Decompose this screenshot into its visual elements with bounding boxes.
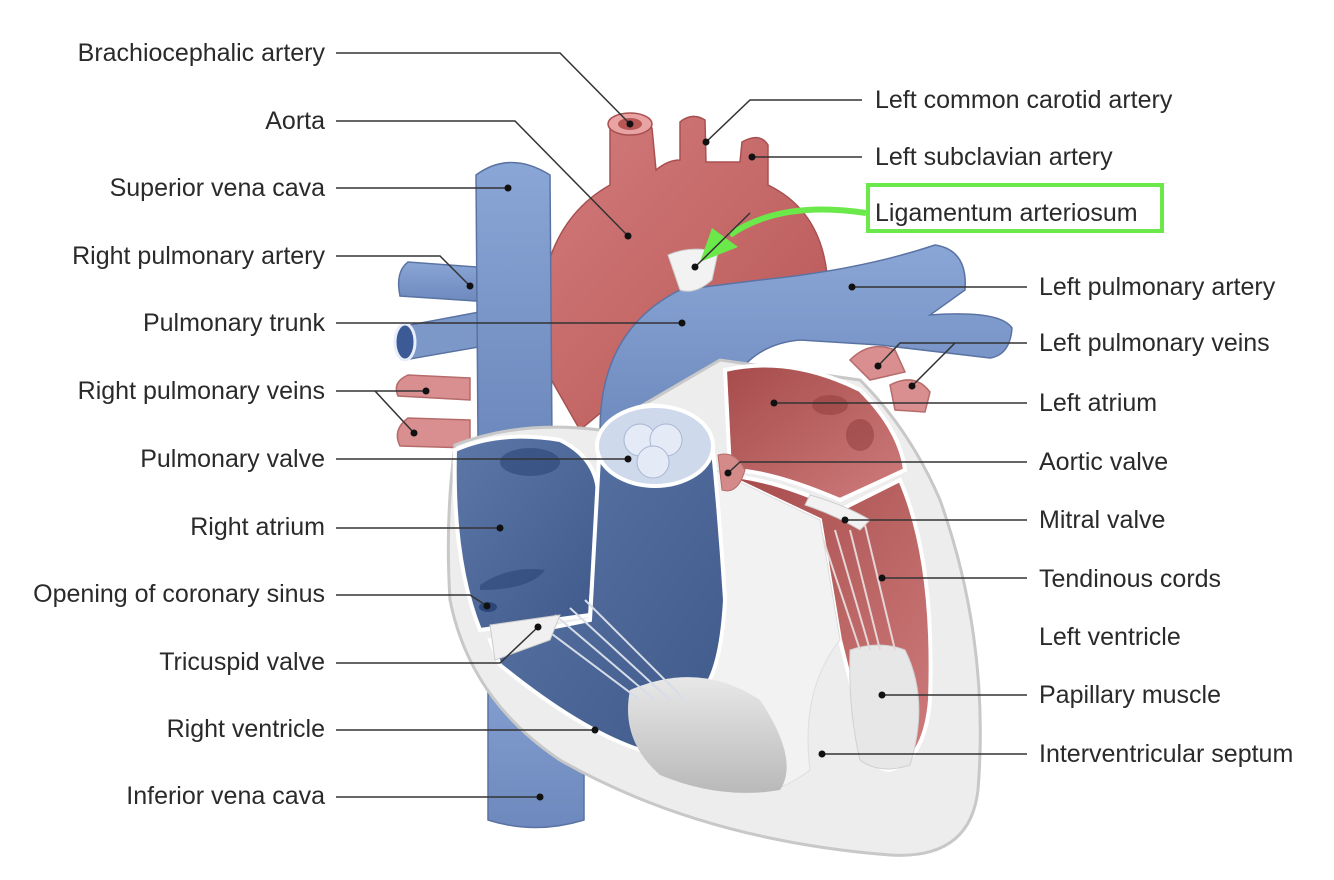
leader-lines-right xyxy=(694,99,1027,755)
label-interventricular-septum: Interventricular septum xyxy=(1039,740,1294,768)
label-right-ventricle: Right ventricle xyxy=(166,715,325,743)
label-left-ventricle: Left ventricle xyxy=(1039,623,1181,651)
label-left-common-carotid-artery: Left common carotid artery xyxy=(875,86,1173,114)
label-pulmonary-valve: Pulmonary valve xyxy=(140,445,325,473)
right-papillary-muscle-shape xyxy=(628,677,787,793)
label-tendinous-cords: Tendinous cords xyxy=(1039,565,1222,593)
left-atrium-shape xyxy=(722,363,908,503)
label-inferior-vena-cava: Inferior vena cava xyxy=(126,782,325,810)
label-papillary-muscle: Papillary muscle xyxy=(1039,681,1222,709)
highlight-box xyxy=(866,183,1164,233)
label-superior-vena-cava: Superior vena cava xyxy=(109,174,325,202)
tendinous-cords-shape xyxy=(819,524,896,651)
leader-dots-left xyxy=(410,120,686,801)
highlight-arrow xyxy=(728,206,867,238)
label-aortic-valve: Aortic valve xyxy=(1039,448,1169,476)
label-left-atrium: Left atrium xyxy=(1039,389,1158,417)
tricuspid-valve-shape xyxy=(489,614,561,661)
right-pulmonary-artery-shape xyxy=(397,261,491,303)
leader-dots-right xyxy=(691,138,916,758)
label-pulmonary-trunk: Pulmonary trunk xyxy=(142,309,325,337)
superior-vena-cava-shape xyxy=(475,161,553,441)
label-left-subclavian-artery: Left subclavian artery xyxy=(875,143,1113,171)
label-left-pulmonary-veins: Left pulmonary veins xyxy=(1039,329,1270,357)
label-left-pulmonary-artery: Left pulmonary artery xyxy=(1039,273,1276,301)
label-opening-of-coronary-sinus: Opening of coronary sinus xyxy=(33,580,325,608)
label-tricuspid-valve: Tricuspid valve xyxy=(159,648,325,676)
label-right-atrium: Right atrium xyxy=(190,513,325,541)
leader-lines-left xyxy=(336,52,682,798)
label-brachiocephalic-artery: Brachiocephalic artery xyxy=(77,39,325,67)
right-tendinous-cords-shape xyxy=(539,599,686,701)
left-papillary-muscle-shape xyxy=(849,644,920,770)
label-mitral-valve: Mitral valve xyxy=(1039,506,1166,534)
right-pulmonary-veins-shape xyxy=(395,374,471,401)
label-ligamentum-arteriosum: Ligamentum arteriosum xyxy=(875,199,1138,227)
label-right-pulmonary-artery: Right pulmonary artery xyxy=(72,242,325,270)
label-right-pulmonary-veins: Right pulmonary veins xyxy=(77,377,325,405)
label-aorta: Aorta xyxy=(265,107,325,135)
